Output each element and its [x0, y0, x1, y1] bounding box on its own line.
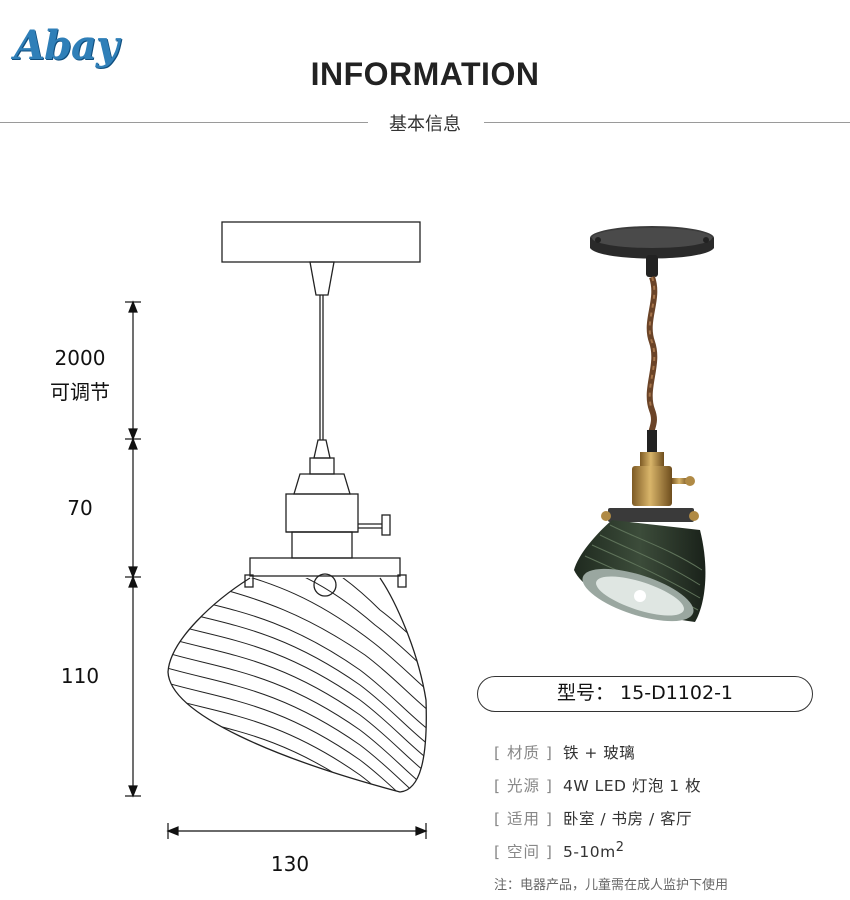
- spec-label: [ 适用 ]: [494, 810, 553, 828]
- dim-cord-note: 可调节: [50, 380, 110, 404]
- cord-grip-outline: [309, 261, 335, 296]
- shade-ribs: [168, 578, 427, 792]
- spec-light-source: [ 光源 ] 4W LED 灯泡 1 枚: [494, 774, 701, 796]
- socket-outline: [285, 493, 359, 533]
- model-label: 型号：: [556, 682, 614, 704]
- spec-space: [ 空间 ] 5-10m2: [494, 840, 624, 862]
- shade-outline: [167, 577, 427, 793]
- spec-value: 4W LED 灯泡 1 枚: [562, 777, 702, 795]
- divider-left: [0, 122, 368, 123]
- spec-label: [ 材质 ]: [494, 744, 553, 762]
- product-photo: [574, 226, 714, 622]
- spec-material: [ 材质 ] 铁 + 玻璃: [494, 741, 635, 763]
- strain-relief: [313, 439, 331, 459]
- page-subtitle: 基本信息: [389, 114, 461, 135]
- spec-label: [ 空间 ]: [494, 843, 553, 862]
- model-box: 型号： 15-D1102-1: [477, 676, 813, 712]
- dim-shade-width: 130: [270, 852, 310, 876]
- spec-superscript: 2: [615, 840, 624, 855]
- spec-value: 卧室 / 书房 / 客厅: [562, 810, 693, 828]
- dim-socket-height: 70: [67, 496, 93, 520]
- shade-collar: [249, 557, 401, 577]
- spec-usage: [ 适用 ] 卧室 / 书房 / 客厅: [494, 807, 692, 829]
- dimension-lines: [125, 300, 428, 839]
- model-value: 15-D1102-1: [620, 682, 734, 704]
- brand-logo: Abay: [14, 22, 119, 69]
- ceiling-canopy-outline: [221, 221, 421, 263]
- divider-right: [484, 122, 850, 123]
- page-title: INFORMATION: [310, 56, 540, 92]
- spec-value: 5-10m: [562, 843, 616, 862]
- technical-drawing: [167, 221, 427, 793]
- safety-note: 注：电器产品，儿童需在成人监护下使用: [494, 878, 729, 893]
- dim-cord-length: 2000: [54, 346, 106, 370]
- spec-value: 铁 + 玻璃: [562, 744, 636, 762]
- spec-label: [ 光源 ]: [494, 777, 553, 795]
- dim-shade-height: 110: [60, 664, 100, 688]
